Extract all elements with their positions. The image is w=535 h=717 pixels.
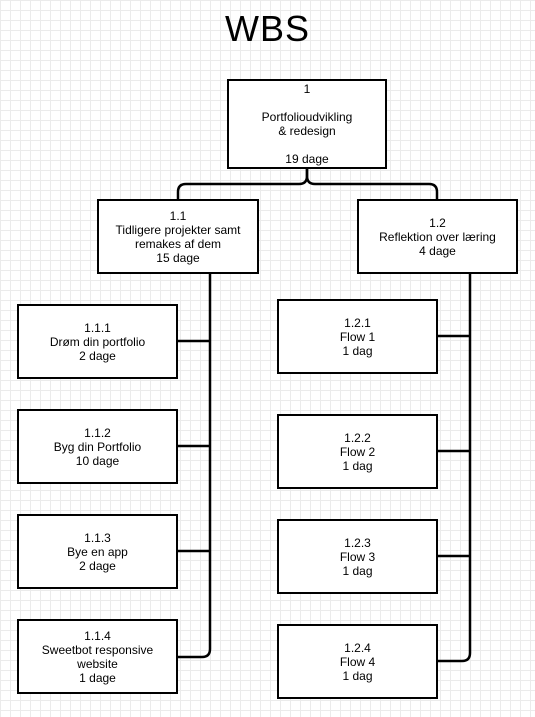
connector-root-branch-2 — [305, 169, 439, 199]
node-name: & redesign — [278, 124, 336, 138]
node-duration: 4 dage — [419, 243, 456, 258]
node-id: 1.2.4 — [344, 640, 371, 655]
node-name: Flow 4 — [339, 654, 376, 669]
node-1-1[interactable]: 1.1 Tidligere projekter samt remakes af … — [97, 199, 259, 274]
node-duration: 1 dag — [342, 458, 373, 473]
node-duration: 1 dag — [342, 668, 373, 683]
node-name: remakes af dem — [134, 236, 222, 251]
node-duration: 2 dage — [79, 348, 116, 363]
node-name: Drøm din portfolio — [49, 334, 146, 349]
diagram-title: WBS — [224, 8, 310, 49]
node-id: 1.2 — [429, 215, 446, 230]
node-1-2-4[interactable]: 1.2.4 Flow 4 1 dag — [277, 624, 438, 699]
node-id: 1.1.4 — [84, 628, 111, 643]
connector-branch-2-trunk — [437, 273, 472, 663]
node-duration: 10 dage — [75, 453, 120, 468]
node-name: Reflektion over læring — [379, 229, 496, 244]
node-duration: 19 dage — [285, 152, 329, 166]
connector-branch-1-trunk — [178, 273, 212, 659]
node-1-1-1[interactable]: 1.1.1 Drøm din portfolio 2 dage — [17, 304, 178, 379]
node-name: Sweetbot responsive — [41, 642, 154, 657]
node-id: 1.1 — [169, 208, 187, 223]
node-id: 1.2.1 — [344, 315, 371, 330]
node-id: 1.2.2 — [344, 430, 371, 445]
node-name: Portfolioudvikling — [261, 110, 353, 124]
node-name: Flow 1 — [339, 329, 376, 344]
node-duration: 15 dage — [156, 250, 200, 265]
node-duration: 1 dage — [79, 670, 116, 685]
node-id: 1.1.3 — [84, 530, 111, 545]
node-1-2-2[interactable]: 1.2.2 Flow 2 1 dag — [277, 414, 438, 489]
node-id: 1.2.3 — [344, 535, 371, 550]
node-1-2-3[interactable]: 1.2.3 Flow 3 1 dag — [277, 519, 438, 594]
node-root[interactable]: 1 Portfolioudvikling & redesign 19 dage — [227, 79, 387, 169]
node-1-1-2[interactable]: 1.1.2 Byg din Portfolio 10 dage — [17, 409, 178, 484]
node-1-1-4[interactable]: 1.1.4 Sweetbot responsive website 1 dage — [17, 619, 178, 694]
node-id: 1.1.2 — [84, 425, 111, 440]
node-name: Byg din Portfolio — [53, 439, 142, 454]
node-name: Tidligere projekter samt — [115, 222, 241, 237]
node-duration: 2 dage — [79, 558, 116, 573]
node-name: Bye en app — [67, 544, 128, 559]
node-id: 1.1.1 — [84, 320, 111, 335]
node-duration: 1 dag — [342, 563, 373, 578]
node-name: Flow 2 — [339, 444, 376, 459]
node-name: Flow 3 — [339, 549, 376, 564]
connector-root-branch-1 — [176, 169, 309, 199]
node-name: website — [77, 656, 118, 671]
node-1-2-1[interactable]: 1.2.1 Flow 1 1 dag — [277, 299, 438, 374]
node-1-2[interactable]: 1.2 Reflektion over læring 4 dage — [357, 199, 518, 274]
node-id: 1 — [303, 82, 311, 96]
node-duration: 1 dag — [342, 343, 373, 358]
node-1-1-3[interactable]: 1.1.3 Bye en app 2 dage — [17, 514, 178, 589]
